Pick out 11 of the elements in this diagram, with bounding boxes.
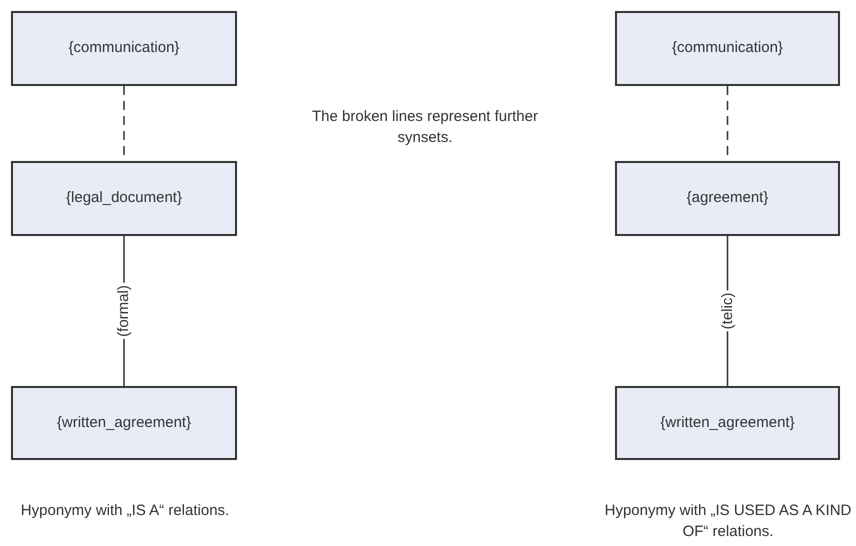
note-text: Hyponymy with „IS A“ relations. (20, 501, 230, 521)
edge-label: (formal) (115, 283, 133, 339)
synset-box: {written_agreement} (615, 386, 840, 460)
note-text: Hyponymy with „IS USED AS A KIND OF“ relations. (604, 501, 852, 542)
synset-box: {communication} (615, 11, 840, 86)
synset-box: {legal_document} (11, 161, 237, 236)
edge-label: (telic) (718, 290, 736, 332)
synset-box: {communication} (11, 11, 237, 86)
synset-box: {agreement} (615, 161, 840, 236)
note-text: The broken lines represent further synsets. (311, 107, 539, 148)
synset-box: {written_agreement} (11, 386, 237, 460)
